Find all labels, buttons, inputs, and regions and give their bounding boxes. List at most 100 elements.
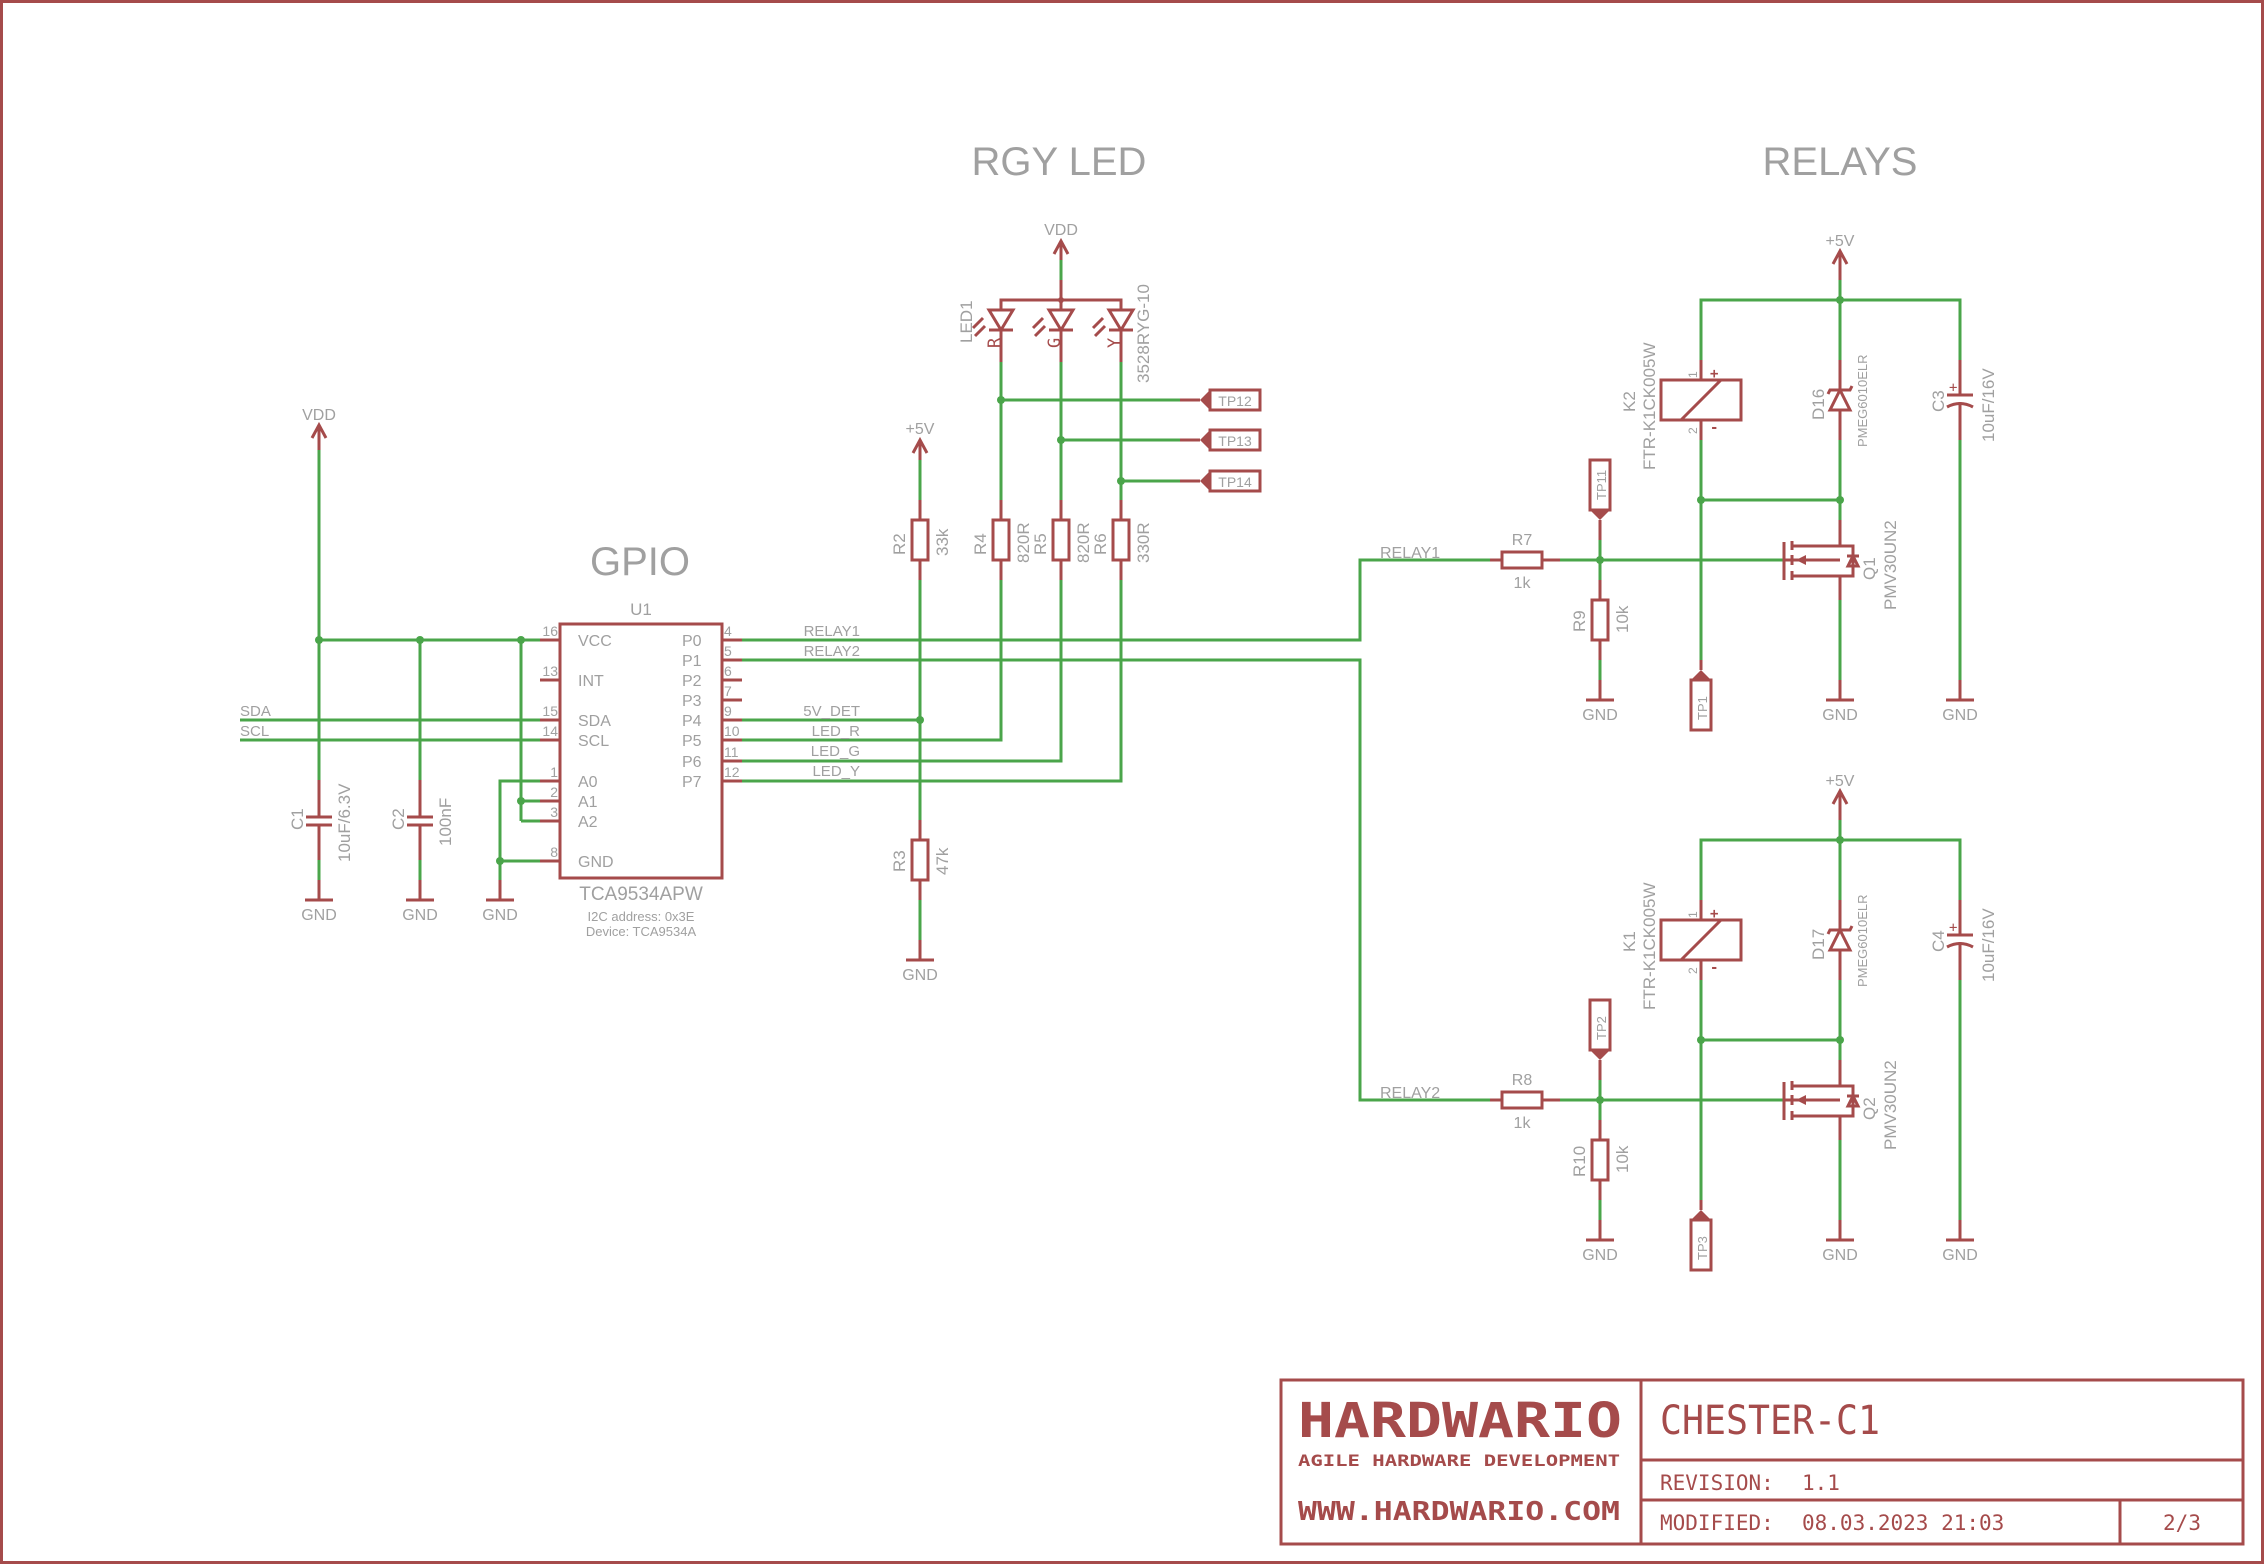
junction: [315, 636, 323, 644]
svg-text:A1: A1: [578, 794, 598, 811]
svg-text:R10: R10: [1570, 1146, 1589, 1177]
svg-text:2: 2: [550, 784, 558, 800]
svg-text:TP3: TP3: [1695, 1236, 1710, 1260]
svg-text:R9: R9: [1570, 610, 1589, 632]
svg-text:GND: GND: [1582, 1247, 1618, 1264]
u1-pin-p7: 12 P7: [682, 764, 742, 791]
svg-text:33k: 33k: [933, 528, 952, 556]
svg-text:Y: Y: [1105, 338, 1125, 348]
u1-pin-p6: 11 P6: [682, 744, 742, 771]
gnd-symbol: GND: [482, 880, 518, 924]
svg-text:2: 2: [1686, 967, 1700, 974]
p5v-supply-det: +5V: [906, 421, 935, 460]
modified-value: 08.03.2023 21:03: [1802, 1511, 2004, 1535]
svg-text:1: 1: [550, 764, 558, 780]
svg-text:10: 10: [724, 723, 740, 739]
u1-pin-p3: 7 P3: [682, 683, 742, 710]
svg-text:820R: 820R: [1014, 522, 1033, 563]
svg-text:12: 12: [724, 764, 740, 780]
svg-text:TP1: TP1: [1695, 696, 1710, 720]
svg-text:SCL: SCL: [578, 733, 609, 750]
net-label-5v-det: 5V_DET: [803, 703, 860, 720]
svg-text:1k: 1k: [1514, 1115, 1532, 1132]
svg-text:GND: GND: [578, 854, 614, 871]
resistor-r2: R2 33k: [890, 500, 952, 580]
net-label-relay2: RELAY2: [804, 643, 860, 660]
svg-text:FTR-K1CK005W: FTR-K1CK005W: [1640, 882, 1659, 1010]
svg-text:R5: R5: [1031, 533, 1050, 555]
svg-text:R2: R2: [890, 533, 909, 555]
svg-text:4: 4: [724, 623, 732, 639]
relay-channel-1: RELAY1 R7 1k TP11 R9 10k GND +5V: [1380, 233, 1998, 732]
svg-text:+5V: +5V: [906, 421, 935, 438]
svg-text:P3: P3: [682, 693, 702, 710]
junction: [496, 857, 504, 865]
svg-text:GND: GND: [482, 907, 518, 924]
svg-text:P0: P0: [682, 633, 702, 650]
junction: [997, 396, 1005, 404]
u1-pin-vcc: 16 VCC: [540, 623, 612, 650]
testpoint-tp14: TP14: [1180, 469, 1262, 493]
junction: [916, 716, 924, 724]
svg-text:VCC: VCC: [578, 633, 612, 650]
revision-value: 1.1: [1802, 1471, 1840, 1495]
svg-text:PMV30UN2: PMV30UN2: [1881, 1060, 1900, 1150]
svg-text:K1: K1: [1620, 931, 1639, 952]
svg-text:10uF/16V: 10uF/16V: [1979, 908, 1998, 982]
svg-text:R3: R3: [890, 850, 909, 872]
vdd-supply-led: VDD: [1044, 222, 1078, 260]
svg-text:VDD: VDD: [302, 407, 336, 424]
svg-text:-: -: [1710, 420, 1718, 436]
svg-text:R: R: [985, 337, 1005, 348]
modified-label: MODIFIED:: [1660, 1511, 1774, 1535]
net-label-relay1: RELAY1: [1380, 545, 1440, 562]
sheet-number: 2/3: [2163, 1511, 2201, 1535]
svg-text:GND: GND: [1822, 707, 1858, 724]
svg-text:+: +: [1949, 380, 1957, 396]
gnd-symbol: GND: [402, 880, 438, 924]
svg-text:10uF/16V: 10uF/16V: [1979, 368, 1998, 442]
svg-text:GND: GND: [1822, 1247, 1858, 1264]
svg-text:3: 3: [550, 804, 558, 820]
svg-text:R7: R7: [1512, 532, 1533, 549]
svg-text:14: 14: [542, 723, 558, 739]
resistor-r8: [1500, 1090, 1544, 1110]
svg-text:+: +: [1949, 920, 1957, 936]
svg-text:P7: P7: [682, 774, 702, 791]
u1-ref: U1: [630, 600, 652, 619]
net-label-led-g: LED_G: [811, 743, 860, 760]
u1-pin-a2: 3 A2: [540, 804, 598, 831]
u1-pin-p5: 10 P5: [682, 723, 742, 750]
svg-text:2: 2: [1686, 427, 1700, 434]
section-title-rgy-led: RGY LED: [972, 140, 1147, 184]
svg-text:D16: D16: [1809, 389, 1828, 420]
capacitor-c2: C2 100nF: [389, 780, 455, 860]
svg-text:10k: 10k: [1613, 605, 1632, 633]
relay-channel-2: RELAY2 R8 1k TP2 R10 10k GND +5V + -: [1380, 773, 1998, 1272]
svg-text:D17: D17: [1809, 929, 1828, 960]
svg-text:PMEG6010ELR: PMEG6010ELR: [1855, 355, 1870, 448]
svg-text:TP11: TP11: [1594, 470, 1609, 500]
svg-text:10uF/6.3V: 10uF/6.3V: [335, 783, 354, 862]
svg-text:GND: GND: [1942, 707, 1978, 724]
svg-text:G: G: [1045, 338, 1065, 348]
testpoint-tp1: [1689, 678, 1713, 732]
svg-text:A2: A2: [578, 814, 598, 831]
u1-pin-p2: 6 P2: [682, 663, 742, 690]
svg-text:+5V: +5V: [1826, 773, 1855, 790]
junction: [517, 636, 525, 644]
svg-text:-: -: [1710, 960, 1718, 976]
svg-text:GND: GND: [1582, 707, 1618, 724]
net-label-relay1: RELAY1: [804, 623, 860, 640]
svg-text:GND: GND: [1942, 1247, 1978, 1264]
svg-text:10k: 10k: [1613, 1145, 1632, 1173]
capacitor-c1: C1 10uF/6.3V: [288, 780, 354, 862]
u1-pin-a1: 2 A1: [540, 784, 598, 811]
svg-text:TP12: TP12: [1218, 393, 1252, 409]
led-ref: LED1: [957, 300, 976, 343]
svg-text:VDD: VDD: [1044, 222, 1078, 239]
led-value: 3528RYG-10: [1134, 284, 1153, 383]
u1-pin-p4: 9 P4: [682, 703, 742, 730]
u1-value: TCA9534APW: [579, 884, 703, 905]
